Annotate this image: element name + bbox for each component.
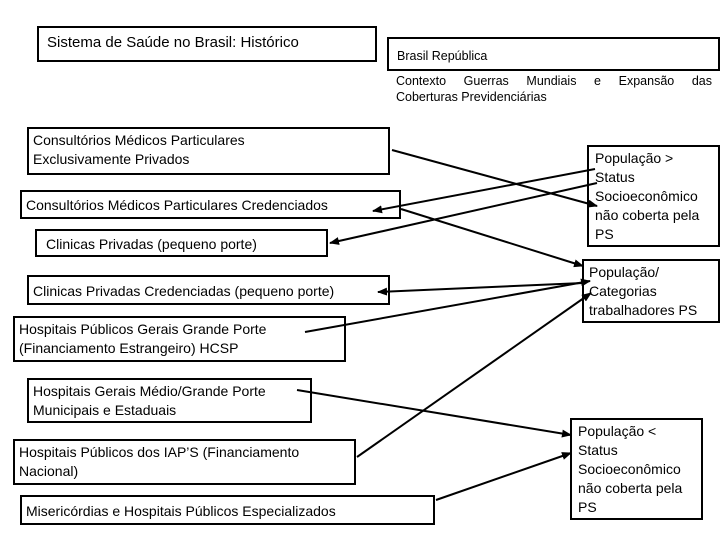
arrow-pop-alta-to-consultorios-credenciados	[372, 168, 596, 214]
population-alta: População > Status Socioeconômico não co…	[587, 145, 720, 247]
provider-label-line1: Misericórdias e Hospitais Públicos Espec…	[26, 503, 336, 519]
context-text: Contexto Guerras Mundiais e Expansão das	[396, 73, 712, 89]
provider-hospitais-municipais-estaduais: Hospitais Gerais Médio/Grande Porte Muni…	[27, 378, 312, 423]
population-line: Status	[578, 442, 618, 458]
provider-label-line1: Consultórios Médicos Particulares Creden…	[26, 197, 328, 213]
arrow-hospitais-iaps-to-pop-trabalhadores	[356, 292, 592, 458]
provider-hospitais-iaps: Hospitais Públicos dos IAP’S (Financiame…	[13, 439, 356, 485]
population-trabalhadores: População/ Categorias trabalhadores PS	[582, 259, 720, 323]
arrow-consultorios-credenciados-to-pop-trabalhadores	[400, 208, 584, 268]
provider-label-line1: Clinicas Privadas (pequeno porte)	[46, 236, 257, 252]
page-title: Sistema de Saúde no Brasil: Histórico	[47, 34, 299, 51]
title-box: Sistema de Saúde no Brasil: Histórico	[37, 26, 377, 62]
provider-clinicas-credenciadas: Clinicas Privadas Credenciadas (pequeno …	[27, 275, 390, 305]
population-line: Status	[595, 169, 635, 185]
provider-label-line2: Municipais e Estaduais	[33, 402, 177, 418]
population-line: População <	[578, 423, 657, 439]
provider-label-line2: (Financiamento Estrangeiro) HCSP	[19, 340, 239, 356]
provider-clinicas-privadas: Clinicas Privadas (pequeno porte)	[35, 229, 328, 257]
population-line: População/	[589, 264, 660, 280]
provider-consultorios-credenciados: Consultórios Médicos Particulares Creden…	[20, 190, 401, 219]
provider-label-line2: Nacional)	[19, 463, 79, 479]
provider-label-line1: Clinicas Privadas Credenciadas (pequeno …	[33, 283, 335, 299]
arrow-hospitais-municipais-to-pop-baixa	[296, 389, 572, 438]
period-text: Brasil República	[397, 49, 488, 63]
arrow-hospitais-publicos-gerais-to-pop-trabalhadores	[304, 278, 591, 333]
provider-misericordias: Misericórdias e Hospitais Públicos Espec…	[20, 495, 435, 525]
population-line: não coberta pela	[578, 480, 683, 496]
provider-label-line1: Hospitais Gerais Médio/Grande Porte	[33, 383, 266, 399]
context-text-2: Coberturas Previdenciárias	[396, 89, 712, 105]
context-line-1: Contexto Guerras Mundiais e Expansão das	[396, 74, 712, 88]
provider-label-line1: Hospitais Públicos Gerais Grande Porte	[19, 321, 267, 337]
context-line-2: Coberturas Previdenciárias	[396, 90, 547, 104]
population-line: População >	[595, 150, 674, 166]
population-line: trabalhadores PS	[589, 302, 698, 318]
provider-label-line1: Hospitais Públicos dos IAP’S (Financiame…	[19, 444, 300, 460]
population-line: não coberta pela	[595, 207, 700, 223]
population-line: Categorias	[589, 283, 657, 299]
population-line: Socioeconômico	[578, 461, 681, 477]
population-line: PS	[578, 499, 597, 515]
provider-hospitais-publicos-gerais: Hospitais Públicos Gerais Grande Porte (…	[13, 316, 346, 362]
population-baixa: População < Status Socioeconômico não co…	[570, 418, 703, 520]
period-box: Brasil República	[387, 37, 720, 71]
population-line: PS	[595, 226, 614, 242]
provider-label-line1: Consultórios Médicos Particulares	[33, 132, 245, 148]
population-line: Socioeconômico	[595, 188, 698, 204]
arrow-pop-alta-to-clinicas-privadas	[329, 182, 598, 245]
provider-label-line2: Exclusivamente Privados	[33, 151, 190, 167]
provider-consultorios-privados: Consultórios Médicos Particulares Exclus…	[27, 127, 390, 175]
arrow-misericordias-to-pop-baixa	[435, 452, 572, 501]
arrow-pop-trabalhadores-to-clinicas-credenciadas	[377, 282, 584, 296]
arrow-consultorios-privados-to-pop-alta	[391, 149, 598, 208]
